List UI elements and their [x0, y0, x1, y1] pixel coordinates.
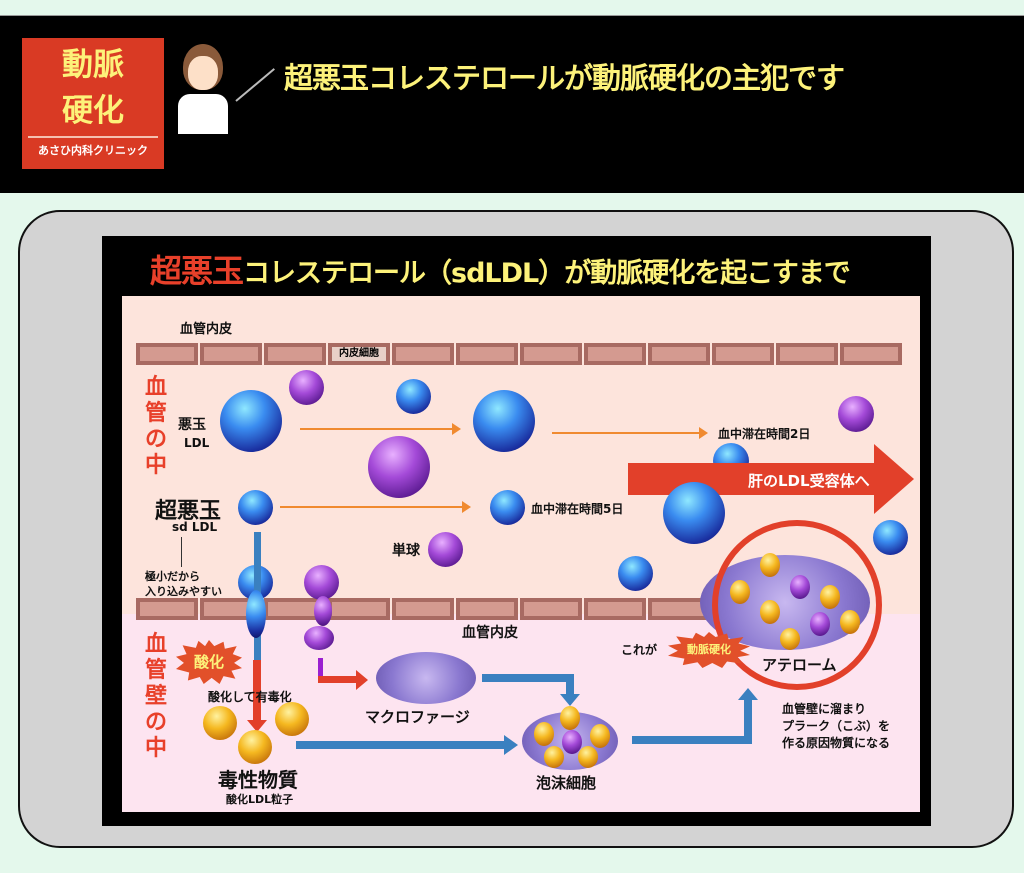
liver-label: 肝のLDL受容体へ — [748, 472, 870, 490]
this-is-label: これが — [621, 643, 658, 657]
monocyte-particle — [304, 565, 339, 600]
macrophage — [376, 652, 476, 704]
endothelium-top-label: 血管内皮 — [180, 322, 233, 337]
logo: 動脈 硬化 あさひ内科クリニック — [22, 38, 164, 169]
monocyte-arrow — [318, 676, 358, 683]
atheroma-highlight-circle — [712, 520, 882, 690]
monocyte-particle — [838, 396, 874, 432]
macrophage-arrow-down — [566, 674, 574, 696]
sdldl-particle — [618, 556, 653, 591]
monocyte-entering — [304, 626, 334, 650]
oxidized-ldl — [203, 706, 237, 740]
atheroma-label: アテローム — [762, 656, 837, 674]
headline: 超悪玉コレステロールが動脈硬化の主犯です — [284, 61, 845, 95]
monocyte-entering — [314, 596, 332, 626]
foam-particle — [562, 730, 582, 754]
foam-cell-label: 泡沫細胞 — [536, 774, 597, 792]
liver-arrow-head — [874, 444, 914, 514]
toxic-sub: 酸化LDL粒子 — [226, 793, 294, 806]
oxidation-arrow-head — [247, 720, 267, 732]
macrophage-label: マクロファージ — [365, 708, 470, 726]
toxic-label: 毒性物質 — [218, 768, 298, 792]
oxidized-ldl — [275, 702, 309, 736]
oxidized-ldl — [238, 730, 272, 764]
monocyte-path — [318, 658, 323, 680]
in-vessel-label: 血管の中 — [144, 375, 167, 478]
title-rest: コレステロール（sdLDL）が動脈硬化を起こすまで — [243, 258, 851, 289]
foam-particle — [560, 706, 580, 730]
endothelial-cell-label: 内皮細胞 — [328, 343, 390, 365]
monocyte-arrow-head — [356, 670, 368, 690]
small-note-1: 極小だから — [145, 570, 200, 583]
ldl-arrow-1 — [300, 423, 461, 435]
sdldl-arrow — [280, 501, 471, 513]
ldl-sub: LDL — [184, 436, 210, 450]
ldl-time: 血中滞在時間2日 — [718, 427, 811, 441]
monocyte-label: 単球 — [392, 543, 420, 559]
ldl-particle — [396, 379, 431, 414]
foam-particle — [544, 746, 564, 768]
note-line — [181, 537, 182, 567]
sdldl-particle — [490, 490, 525, 525]
foam-arrow — [632, 736, 752, 744]
sdldl-particle — [238, 490, 273, 525]
sdldl-entering — [246, 590, 266, 638]
foam-arrow-up — [744, 700, 752, 744]
macrophage-arrow — [482, 674, 574, 682]
endothelium-top-wall: 内皮細胞 — [136, 343, 902, 365]
plaque-note-1: 血管壁に溜まり — [782, 702, 867, 716]
oxidation-path — [253, 660, 261, 725]
plaque-note-3: 作る原因物質になる — [782, 736, 891, 750]
sdldl-sub: sd LDL — [172, 520, 218, 534]
plaque-note-2: プラーク（こぶ）を — [782, 719, 891, 733]
oxidized-toxic-label: 酸化して有毒化 — [208, 690, 292, 704]
monocyte-particle — [428, 532, 463, 567]
header-band — [0, 15, 1024, 193]
monocyte-particle — [368, 436, 430, 498]
diagram-title: 超悪玉コレステロール（sdLDL）が動脈硬化を起こすまで — [150, 246, 851, 292]
toxic-arrow-head — [504, 735, 518, 755]
liver-arrow — [628, 463, 886, 495]
logo-divider — [28, 136, 158, 138]
sdldl-label: 超悪玉 — [155, 499, 222, 524]
small-note-2: 入り込みやすい — [145, 585, 222, 598]
ldl-particle — [220, 390, 282, 452]
title-red: 超悪玉 — [150, 252, 244, 290]
toxic-arrow — [296, 741, 506, 749]
teacher-illustration — [178, 44, 228, 134]
sdldl-particle — [873, 520, 908, 555]
ldl-label: 悪玉 — [178, 417, 206, 433]
clinic-name: あさひ内科クリニック — [38, 144, 148, 157]
endothelium-bottom-wall — [136, 598, 710, 620]
logo-line2: 硬化 — [62, 93, 124, 129]
foam-arrow-head — [738, 688, 758, 700]
foam-particle — [534, 722, 554, 746]
endothelium-bottom-label: 血管内皮 — [462, 625, 518, 641]
ldl-particle — [473, 390, 535, 452]
sdldl-time: 血中滞在時間5日 — [531, 502, 624, 516]
foam-particle — [590, 724, 610, 748]
logo-line1: 動脈 — [62, 47, 124, 83]
ldl-particle — [663, 482, 725, 544]
ldl-arrow-2 — [552, 427, 708, 439]
foam-particle — [578, 746, 598, 768]
monocyte-particle — [289, 370, 324, 405]
macrophage-arrow-head — [560, 694, 580, 706]
in-wall-label: 血管壁の中 — [144, 632, 167, 761]
